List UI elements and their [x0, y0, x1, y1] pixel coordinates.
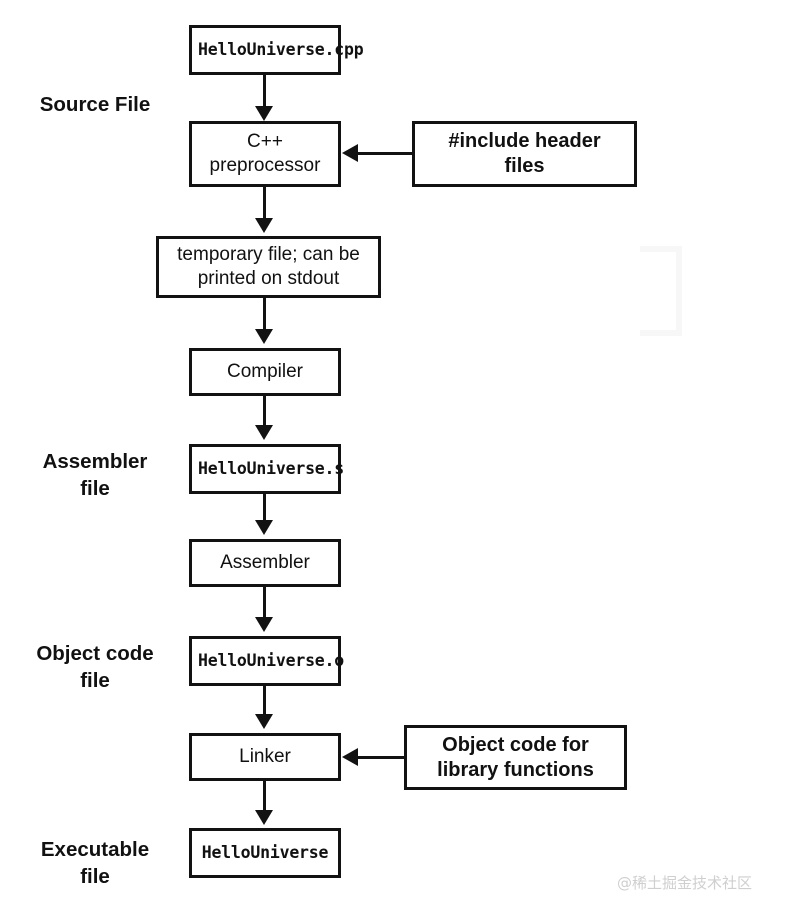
- node-hellouniverse-cpp[interactable]: HelloUniverse.cpp: [189, 25, 364, 75]
- edge-linker-to-executable-arrowhead: [255, 810, 273, 825]
- node-assembler[interactable]: Assembler: [189, 539, 341, 587]
- node-label: HelloUniverse.s: [198, 458, 345, 478]
- stage-label-source-file: Source File: [39, 93, 151, 116]
- edge-assembler-to-object-arrowhead: [255, 617, 273, 632]
- node-hellouniverse[interactable]: HelloUniverse: [189, 828, 341, 878]
- background-bracket-decoration: [640, 246, 682, 336]
- node-hellouniverse-o[interactable]: HelloUniverse.o: [189, 636, 345, 686]
- edge-include-to-preprocessor-line: [358, 152, 414, 155]
- edge-compiler-to-assembly-line: [263, 396, 266, 429]
- node-include-header-files[interactable]: #include header files: [412, 121, 637, 187]
- node-linker[interactable]: Linker: [189, 733, 341, 781]
- stage-label-assembler-file: Assembler file: [42, 450, 148, 500]
- edge-linker-to-executable-line: [263, 781, 266, 813]
- edge-preprocessor-to-temporary-line: [263, 187, 266, 223]
- node-label: HelloUniverse.cpp: [198, 39, 364, 59]
- node-label: Compiler: [226, 361, 304, 383]
- edge-cpp-to-preprocessor-arrowhead: [255, 106, 273, 121]
- node-hellouniverse-s[interactable]: HelloUniverse.s: [189, 444, 345, 494]
- node-label: Assembler: [220, 552, 310, 574]
- edge-preprocessor-to-temporary-arrowhead: [255, 218, 273, 233]
- node-label: temporary file; can be printed on stdout: [177, 244, 360, 289]
- edge-library-to-linker-line: [358, 756, 406, 759]
- edge-object-to-linker-line: [263, 686, 266, 718]
- node-compiler[interactable]: Compiler: [189, 348, 341, 396]
- edge-temporary-to-compiler-arrowhead: [255, 329, 273, 344]
- node-label: HelloUniverse.o: [198, 650, 345, 670]
- edge-assembly-to-assembler-line: [263, 494, 266, 524]
- edge-include-to-preprocessor-arrowhead: [342, 144, 358, 162]
- node-object-code-library[interactable]: Object code for library functions: [404, 725, 627, 790]
- node-label: Linker: [239, 746, 291, 768]
- node-label: #include header files: [448, 130, 601, 177]
- node-label: HelloUniverse: [201, 842, 329, 862]
- edge-object-to-linker-arrowhead: [255, 714, 273, 729]
- edge-assembly-to-assembler-arrowhead: [255, 520, 273, 535]
- stage-label-object-code-file: Object code file: [36, 642, 154, 692]
- node-label: Object code for library functions: [437, 733, 594, 781]
- edge-cpp-to-preprocessor-line: [263, 75, 266, 111]
- stage-label-executable-file: Executable file: [40, 838, 150, 888]
- node-label: C++ preprocessor: [209, 131, 321, 176]
- site-watermark: @稀土掘金技术社区: [617, 874, 753, 892]
- edge-library-to-linker-arrowhead: [342, 748, 358, 766]
- node-temporary-file[interactable]: temporary file; can be printed on stdout: [156, 236, 381, 298]
- edge-compiler-to-assembly-arrowhead: [255, 425, 273, 440]
- edge-assembler-to-object-line: [263, 587, 266, 620]
- node-cpp-preprocessor[interactable]: C++ preprocessor: [189, 121, 341, 187]
- edge-temporary-to-compiler-line: [263, 298, 266, 333]
